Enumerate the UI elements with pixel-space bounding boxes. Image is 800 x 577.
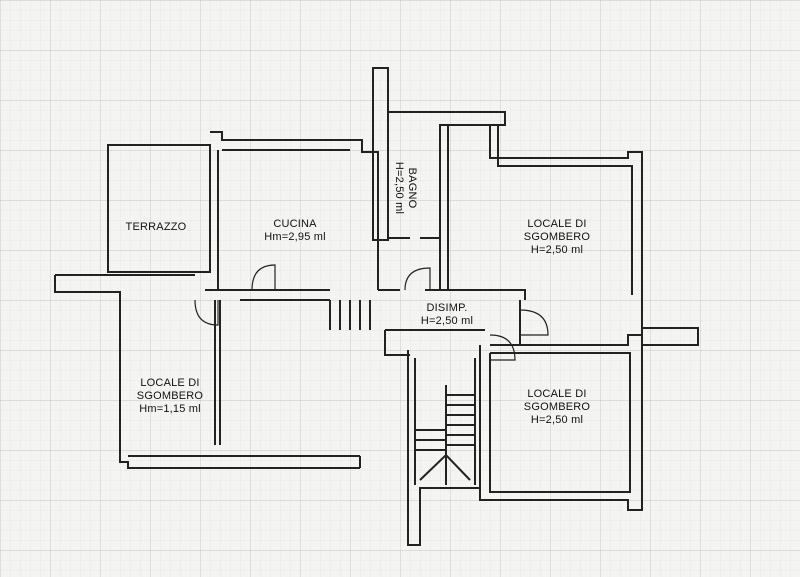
walls — [54, 67, 699, 546]
room-name: DISIMP. — [426, 302, 468, 314]
door-swing-stair — [489, 334, 516, 361]
wall-bagno-top — [388, 111, 506, 290]
room-height: H=2,50 ml — [530, 244, 584, 256]
wall-locale-top-right-inner — [447, 125, 633, 300]
wall-locale-bottom-right-inner — [489, 352, 631, 493]
room-name: TERRAZZO — [125, 221, 187, 233]
room-name: BAGNO — [406, 167, 418, 209]
wall-stair-core — [407, 345, 481, 546]
wall-bagno — [372, 67, 389, 241]
room-height: Hm=1,15 ml — [139, 403, 201, 415]
room-name-line2: SGOMBERO — [523, 401, 591, 413]
room-name: CUCINA — [273, 218, 317, 230]
room-height: Hm=2,95 ml — [264, 231, 326, 243]
room-label-locale-bottom-right: LOCALE DI SGOMBERO H=2,50 ml — [502, 388, 612, 427]
wall-locale-bottom-right — [479, 334, 643, 511]
room-label-cucina: CUCINA Hm=2,95 ml — [245, 218, 345, 244]
door-swing-kitchen — [251, 264, 276, 291]
wall-locale-top-right — [489, 125, 643, 340]
wall-mid-horizontal — [55, 274, 330, 301]
door-swing-disimp — [404, 267, 431, 291]
room-label-disimp: DISIMP. H=2,50 ml — [402, 302, 492, 328]
room-label-bagno: BAGNO H=2,50 ml — [392, 148, 418, 228]
stair-run-upper — [329, 300, 371, 330]
terrazzo-outline — [107, 144, 211, 273]
room-name-line2: SGOMBERO — [136, 390, 204, 402]
room-name-line1: LOCALE DI — [140, 377, 200, 389]
room-name-line2: SGOMBERO — [523, 231, 591, 243]
room-label-terrazzo: TERRAZZO — [116, 221, 196, 234]
room-label-locale-top-right: LOCALE DI SGOMBERO H=2,50 ml — [502, 218, 612, 257]
door-swing-locale-left — [194, 299, 219, 326]
wall-disimp-lower — [384, 329, 485, 356]
door-swing-right — [519, 309, 549, 336]
room-height: H=2,50 ml — [530, 414, 584, 426]
wall-cucina — [210, 131, 379, 290]
exterior-wall-left — [54, 275, 360, 469]
room-height: H=2,50 ml — [420, 315, 474, 327]
room-name-line1: LOCALE DI — [527, 388, 587, 400]
room-height: H=2,50 ml — [393, 161, 405, 215]
wall-right-extension — [642, 327, 699, 346]
wall-bottom-left — [128, 455, 361, 468]
room-name-line1: LOCALE DI — [527, 218, 587, 230]
stair-treads — [415, 394, 475, 481]
wall-locale-left — [214, 300, 221, 445]
room-label-locale-left: LOCALE DI SGOMBERO Hm=1,15 ml — [115, 377, 225, 416]
